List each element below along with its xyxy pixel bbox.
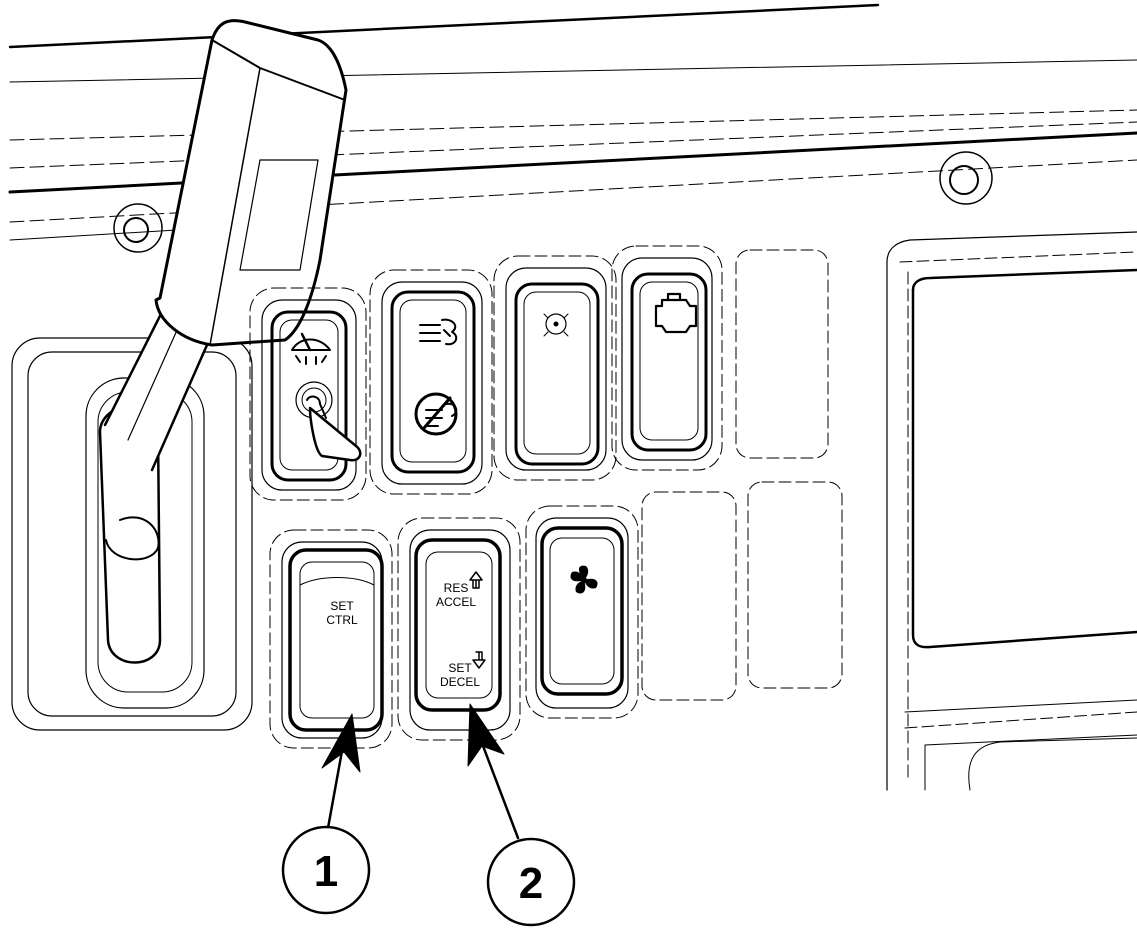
switch-light[interactable] — [493, 255, 617, 481]
screw-left — [113, 203, 163, 253]
screw-right — [939, 151, 993, 205]
rear-defog-icon — [419, 318, 458, 346]
set-ctrl-line1: SET — [330, 599, 354, 613]
light-dot-icon — [543, 313, 569, 337]
fan-icon — [570, 565, 598, 594]
switch-wiper[interactable] — [249, 287, 367, 501]
switch-blank-bottom-2[interactable] — [747, 481, 843, 689]
switch-fan[interactable] — [525, 505, 639, 719]
rear-defog-off-icon — [414, 392, 458, 436]
arrow-down-icon — [472, 651, 486, 669]
switch-res-set[interactable]: RES ACCEL SET DECEL — [397, 517, 521, 741]
res-accel-line2: ACCEL — [436, 595, 476, 609]
res-accel-line1: RES — [444, 581, 469, 595]
callout-2: 2 — [486, 837, 576, 927]
callout-1-number: 1 — [314, 847, 338, 896]
set-decel-line2: DECEL — [440, 675, 480, 689]
lever-stalk — [98, 19, 348, 664]
switch-defog[interactable] — [369, 269, 493, 495]
set-decel-line1: SET — [448, 661, 472, 675]
callout-arrow-1 — [321, 713, 361, 830]
switch-engine[interactable] — [611, 245, 723, 471]
wiper-washer-icon — [291, 332, 331, 365]
switch-set-ctrl[interactable]: SET CTRL — [269, 529, 393, 749]
display-bezel — [886, 231, 1137, 791]
arrow-up-icon — [469, 571, 483, 589]
callout-1: 1 — [281, 825, 371, 915]
callout-2-number: 2 — [519, 859, 543, 908]
switch-blank-bottom-1[interactable] — [641, 491, 737, 701]
callout-arrow-2 — [467, 703, 520, 840]
set-ctrl-line2: CTRL — [326, 613, 358, 627]
engine-icon — [654, 292, 698, 334]
switch-blank-top[interactable] — [735, 249, 829, 459]
